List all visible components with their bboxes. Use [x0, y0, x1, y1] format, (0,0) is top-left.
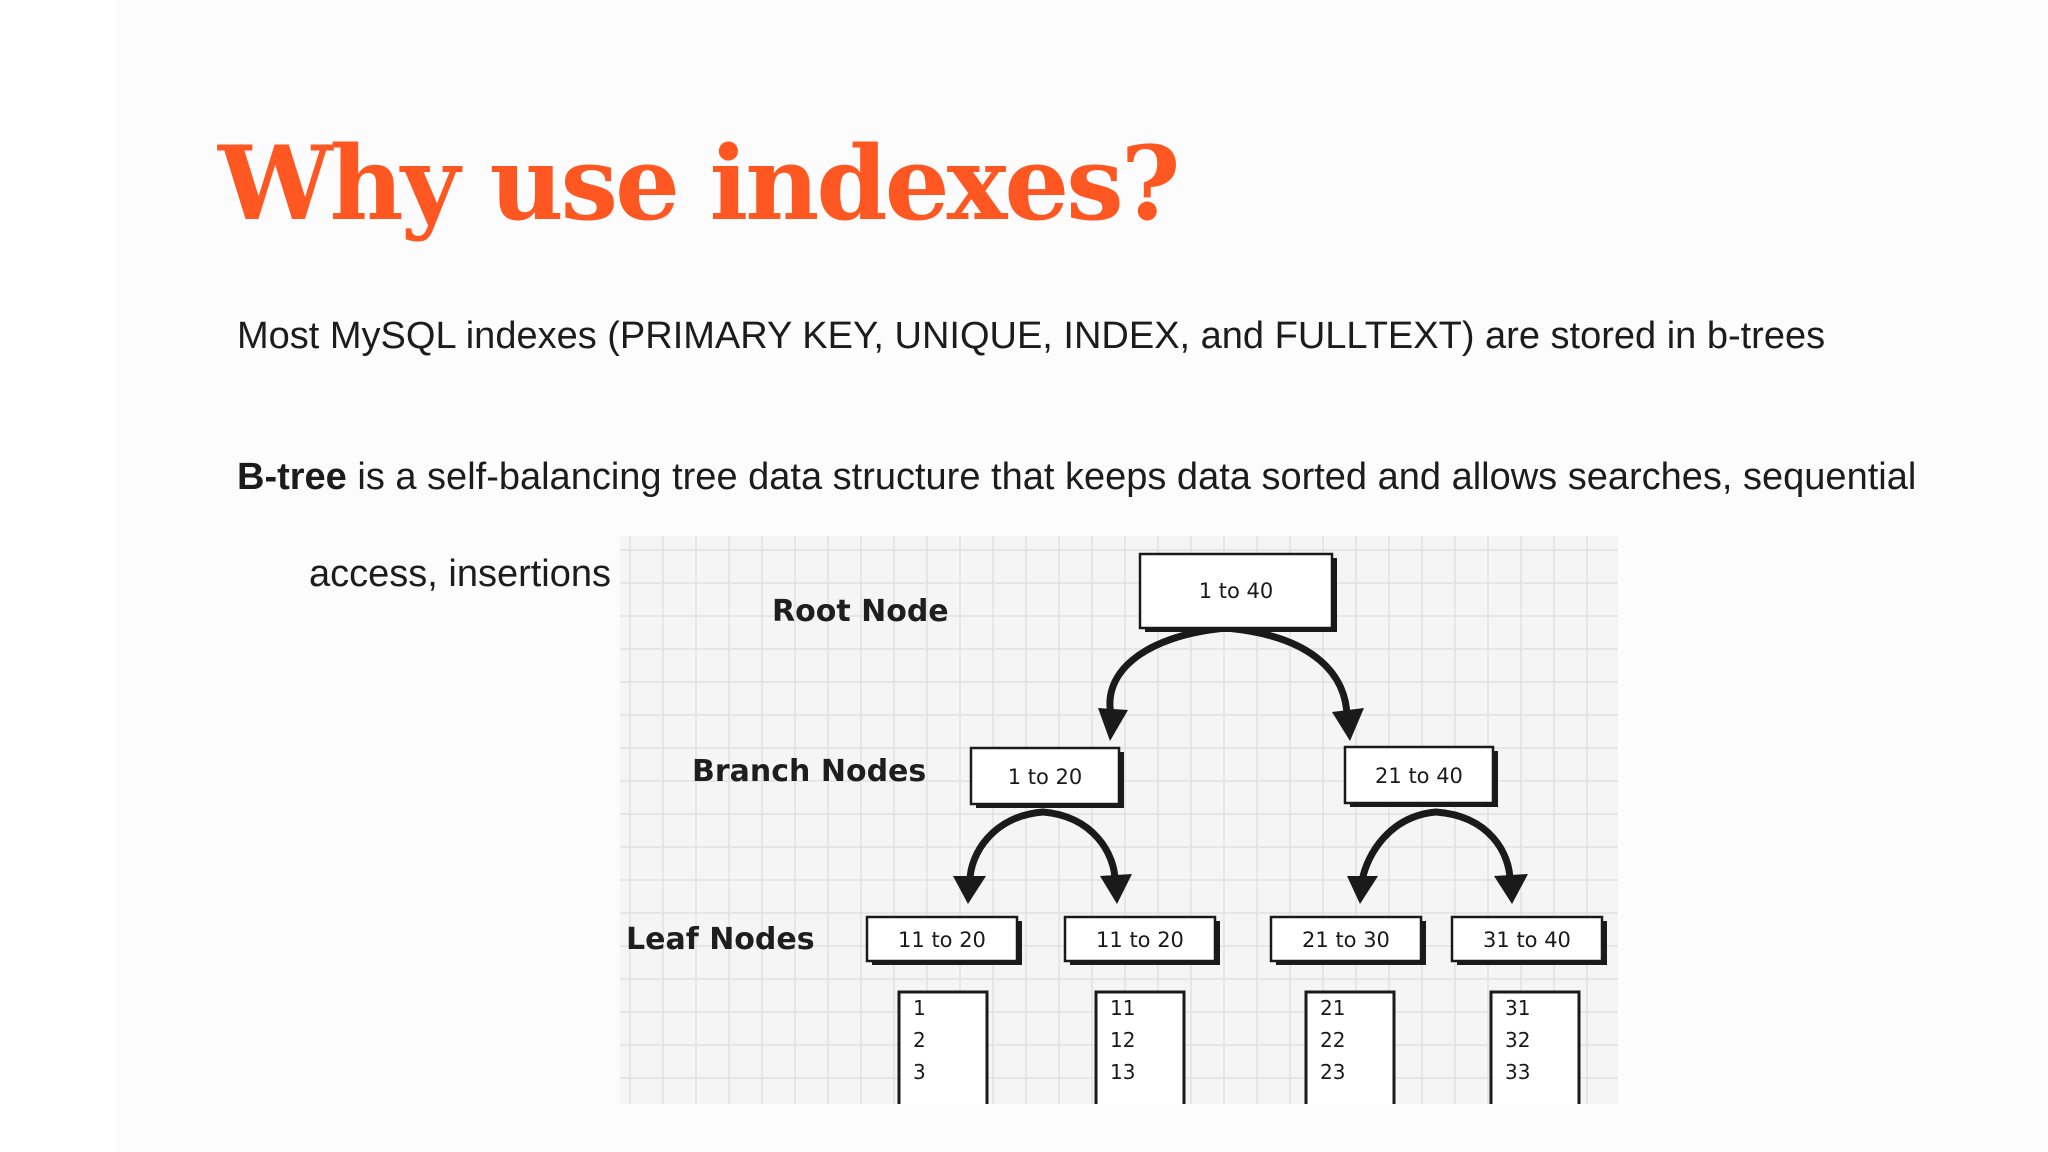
leaf-value: 3 — [913, 1060, 926, 1084]
arrowhead-leaf-2 — [1100, 874, 1132, 904]
leaf-value: 21 — [1320, 996, 1345, 1020]
arrow-branch-1-to-leaf-1 — [966, 808, 1047, 885]
branch-node-2: 21 to 40 — [1343, 745, 1498, 807]
leaf-value: 11 — [1110, 996, 1135, 1020]
btree-term: B-tree — [237, 456, 347, 498]
leaf-nodes-label: Leaf Nodes — [626, 922, 815, 957]
branch-nodes-label: Branch Nodes — [692, 754, 926, 789]
slide: Why use indexes? Most MySQL indexes (PRI… — [115, 0, 2048, 1152]
branch-node-1-range: 1 to 20 — [1008, 765, 1083, 789]
leaf-value: 33 — [1505, 1060, 1530, 1084]
leaf-node-3: 21 to 30 — [1269, 915, 1426, 965]
root-node: 1 to 40 — [1138, 552, 1337, 632]
leaf-node-4: 31 to 40 — [1450, 915, 1607, 965]
btree-definition-text: is a self-balancing tree data structure … — [346, 456, 1917, 498]
leaf-node-4-range: 31 to 40 — [1483, 928, 1571, 952]
leaf-node-3-range: 21 to 30 — [1302, 928, 1390, 952]
leaf-values-4: 31 32 33 — [1489, 990, 1581, 1104]
branch-node-1: 1 to 20 — [969, 746, 1124, 808]
leaf-value: 31 — [1505, 996, 1530, 1020]
leaf-value: 13 — [1110, 1060, 1135, 1084]
leaf-values-1: 1 2 3 — [897, 990, 989, 1104]
arrow-branch-1-to-leaf-2 — [1039, 808, 1119, 885]
arrowhead-branch-1 — [1098, 708, 1128, 741]
arrowhead-branch-2 — [1332, 708, 1364, 741]
leaf-value: 23 — [1320, 1060, 1345, 1084]
arrow-branch-2-to-leaf-4 — [1432, 808, 1514, 885]
btree-definition-continued: access, insertions — [309, 553, 612, 595]
leaf-node-1-range: 11 to 20 — [898, 928, 986, 952]
btree-definition: B-tree is a self-balancing tree data str… — [237, 455, 1916, 501]
leaf-node-2-range: 11 to 20 — [1096, 928, 1184, 952]
arrow-branch-2-to-leaf-3 — [1358, 808, 1440, 885]
leaf-values-2: 11 12 13 — [1094, 990, 1186, 1104]
leaf-value: 32 — [1505, 1028, 1530, 1052]
leaf-node-1: 11 to 20 — [865, 915, 1022, 965]
leaf-node-2: 11 to 20 — [1063, 915, 1220, 965]
arrow-root-to-branch-2 — [1222, 624, 1351, 722]
intro-text: Most MySQL indexes (PRIMARY KEY, UNIQUE,… — [237, 315, 1826, 357]
leaf-value: 22 — [1320, 1028, 1345, 1052]
arrowhead-leaf-4 — [1494, 874, 1528, 904]
root-node-range: 1 to 40 — [1199, 579, 1274, 603]
btree-diagram: Root Node Branch Nodes Leaf Nodes 1 to — [620, 536, 1618, 1104]
root-node-label: Root Node — [772, 594, 949, 629]
leaf-value: 12 — [1110, 1028, 1135, 1052]
branch-node-2-range: 21 to 40 — [1375, 764, 1463, 788]
arrowhead-leaf-1 — [953, 876, 986, 904]
leaf-values-3: 21 22 23 — [1304, 990, 1396, 1104]
arrow-root-to-branch-1 — [1106, 624, 1230, 722]
leaf-value: 1 — [913, 996, 926, 1020]
slide-title: Why use indexes? — [218, 124, 1180, 244]
arrowhead-leaf-3 — [1347, 876, 1378, 904]
leaf-value: 2 — [913, 1028, 926, 1052]
